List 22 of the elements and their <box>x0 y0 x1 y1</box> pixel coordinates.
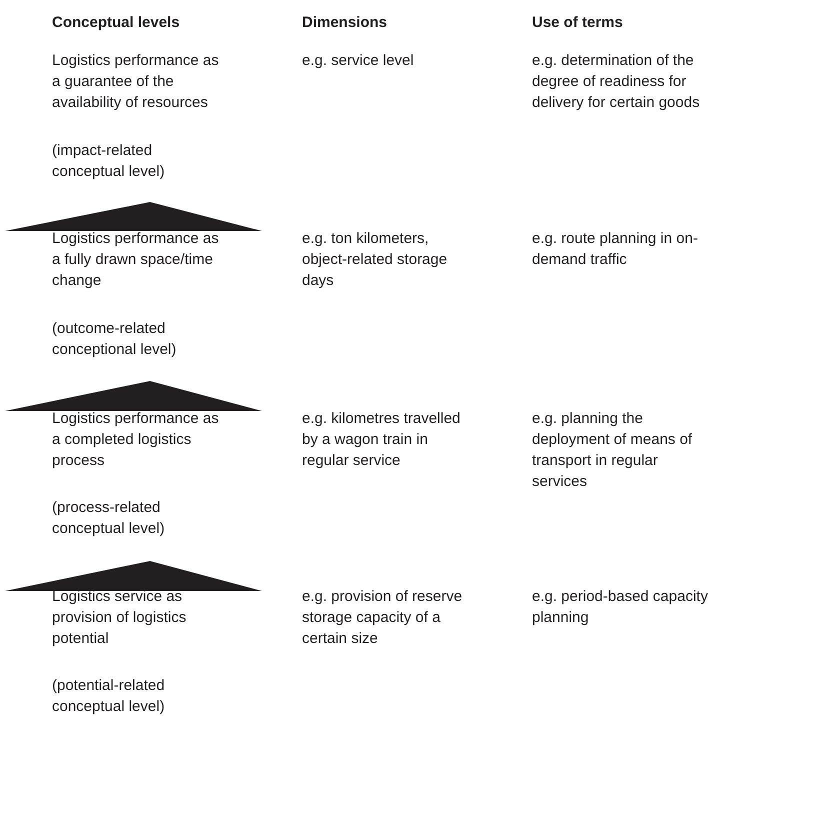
dimension-example: e.g. ton kilometers, object-related storage days <box>302 229 448 291</box>
level-note: (process-related conceptual level) <box>52 498 166 539</box>
dimension-example: e.g. service level <box>302 51 415 71</box>
triangle-separator <box>5 202 262 231</box>
dimension-example: e.g. kilometres travelled by a wagon train in regular service <box>302 409 462 471</box>
dimension-example: e.g. provision of reserve storage capacity of a certain size <box>302 587 464 649</box>
usage-example: e.g. route planning in on-demand traffic <box>532 229 699 270</box>
triangle-separator <box>5 561 262 591</box>
column-header: Use of terms <box>532 13 624 33</box>
level-description: Logistics performance as a guarantee of the availability of resources <box>52 51 220 113</box>
column-header: Dimensions <box>302 13 388 33</box>
triangle-separator <box>5 381 262 411</box>
level-description: Logistics performance as a completed logistics process <box>52 409 220 471</box>
level-description: Logistics performance as a fully drawn space/time change <box>52 229 220 291</box>
level-note: (impact-related conceptual level) <box>52 141 166 182</box>
column-header: Conceptual levels <box>52 13 181 33</box>
usage-example: e.g. determination of the degree of readiness for delivery for certain goods <box>532 51 701 113</box>
usage-example: e.g. planning the deployment of means of transport in regular services <box>532 409 694 492</box>
level-note: (potential-related conceptual level) <box>52 676 166 717</box>
usage-example: e.g. period-based capacity planning <box>532 587 709 628</box>
level-note: (outcome-related conceptional level) <box>52 319 178 360</box>
level-description: Logistics service as provision of logistics potential <box>52 587 188 649</box>
